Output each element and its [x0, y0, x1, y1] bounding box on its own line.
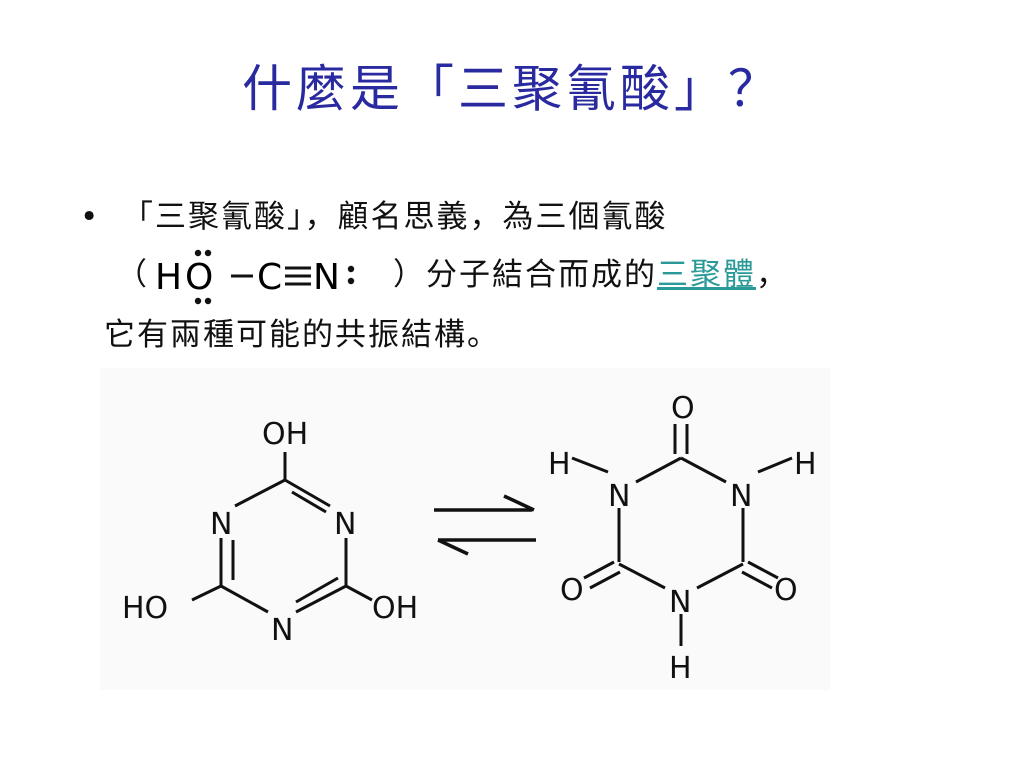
figure-background [100, 368, 830, 690]
bullet-line-3: 它有兩種可能的共振結構。 [104, 316, 500, 353]
right-h-left: H [548, 447, 571, 482]
bullet-paragraph: • 「三聚氰酸」，顧名思義，為三個氰酸 （ H O C N ）分子結合而成的三聚… [80, 188, 940, 364]
left-top-oh: OH [262, 417, 308, 452]
line2-comma: ， [756, 257, 789, 293]
right-ring-n-left: N [608, 479, 630, 514]
right-ring-n-bottom: N [669, 585, 691, 620]
left-structure-bonds [191, 452, 373, 614]
bullet-line-1: 「三聚氰酸」，顧名思義，為三個氰酸 [122, 199, 668, 235]
formula-atom-h: H [155, 257, 184, 298]
right-structure-bonds [571, 424, 793, 646]
resonance-structures-figure: OH N N N HO OH O N N N H H H O O [122, 391, 817, 686]
oxygen-lone-pairs [194, 249, 212, 304]
equilibrium-arrows [434, 494, 536, 556]
right-ring-n-right: N [730, 479, 752, 514]
bullet-line-2: （ H O C N ）分子結合而成的三聚體， [80, 246, 940, 306]
cyanic-acid-formula: H O C N [155, 249, 355, 304]
paren-close-text: ）分子結合而成的 [393, 257, 657, 293]
bullet-marker: • [80, 199, 101, 235]
slide-title: 什麼是「三聚氰酸」？ [242, 60, 782, 118]
right-o-right: O [774, 573, 798, 608]
left-ring-n-left: N [210, 507, 232, 542]
nitrogen-lone-pair [347, 265, 355, 284]
left-ring-n-bottom: N [271, 613, 293, 648]
right-h-bottom: H [669, 651, 692, 686]
triple-bond [285, 266, 311, 285]
right-o-left: O [560, 573, 584, 608]
formula-atom-o: O [185, 257, 215, 298]
left-bottom-left-ho: HO [122, 591, 168, 626]
left-ring-n-right: N [334, 507, 356, 542]
paren-open: （ [116, 257, 149, 293]
formula-atom-n: N [313, 257, 342, 298]
left-bottom-right-oh: OH [372, 591, 418, 626]
formula-atom-c: C [257, 257, 284, 298]
right-h-right: H [794, 447, 817, 482]
trimer-link[interactable]: 三聚體 [657, 257, 756, 293]
right-top-o: O [671, 391, 695, 426]
